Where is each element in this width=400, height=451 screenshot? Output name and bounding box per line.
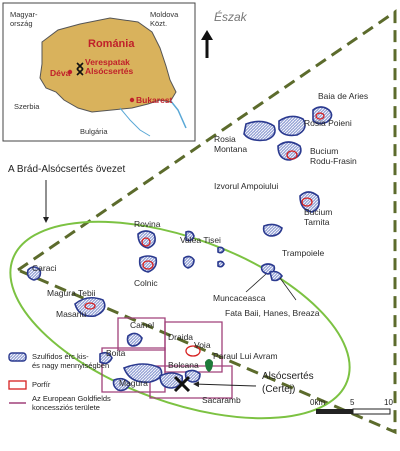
- verespatak-label: Verespatak: [85, 57, 130, 67]
- label-magura: Magura: [119, 378, 148, 388]
- label-rovina: Rovina: [134, 219, 161, 229]
- label-caraci: Caraci: [32, 263, 57, 273]
- legend-ore: Szulfidos érc kis- és nagy mennyiségben: [32, 352, 110, 370]
- brad-alsocsertes-zone-outline: [14, 9, 397, 435]
- bukarest-marker: [129, 97, 135, 103]
- moldova-label: Moldova Közt.: [150, 10, 179, 28]
- porphyry-bodies: [84, 112, 325, 357]
- scale-bar: [316, 408, 391, 415]
- deva-marker: [67, 69, 73, 75]
- label-boita: Boita: [106, 348, 126, 358]
- legend-porphyry: Porfír: [32, 380, 51, 389]
- mine-icon: [76, 62, 84, 76]
- label-magura-tebii: Magura Tebii: [47, 288, 96, 298]
- concession-areas: [101, 317, 233, 399]
- legend-concession: Az European Goldfields koncessziós terül…: [32, 394, 111, 412]
- label-valea-tisei: Valea Tisei: [180, 235, 221, 245]
- certej-arrow: [193, 381, 257, 388]
- scale-label-10: 10: [384, 398, 393, 407]
- label-voia: Voia: [194, 340, 211, 350]
- label-trampoiele: Trampoiele: [282, 248, 325, 258]
- label-cainel: Cainel: [130, 320, 155, 330]
- certej-mine-icon: [173, 375, 191, 393]
- leader-lines: [245, 273, 297, 301]
- bulgaria-label: Bulgária: [80, 127, 108, 136]
- label-bolcana: Bolcana: [168, 360, 199, 370]
- label-certej: Alsócsertés (Certej): [262, 371, 314, 395]
- label-masariu: Masariu: [56, 309, 87, 319]
- scale-label-5: 5: [350, 398, 355, 407]
- alsocsertes-inset-label: Alsócsertés: [85, 66, 134, 76]
- label-rosia-poieni: Rosia Poieni: [304, 118, 352, 128]
- label-izvorul-ampoiului: Izvorul Ampoiului: [214, 181, 279, 191]
- label-fata-baii: Fata Baii, Hanes, Breaza: [225, 308, 320, 318]
- bukarest-label: Bukarest: [136, 95, 173, 105]
- deva-label: Déva: [50, 68, 71, 78]
- north-arrow-icon: [201, 30, 213, 58]
- label-bucium-tarnita: Bucium Tarnita: [304, 207, 333, 227]
- label-muncaceasca: Muncaceasca: [213, 293, 266, 303]
- scale-label-0: 0km: [310, 398, 326, 407]
- label-colnic: Colnic: [134, 278, 158, 288]
- label-rosia-montana: Rosia Montana: [214, 134, 248, 154]
- label-draida: Draida: [168, 332, 194, 342]
- country-label: Románia: [88, 38, 135, 50]
- legend-symbols: [8, 352, 27, 404]
- hungary-label: Magyar- ország: [10, 10, 38, 28]
- label-baia-de-aries: Baia de Aries: [318, 91, 369, 101]
- zone-ellipse: [9, 220, 351, 420]
- label-bucium-rodu-frasin: Bucium Rodu-Frasin: [310, 146, 357, 166]
- serbia-label: Szerbia: [14, 102, 40, 111]
- zone-label: A Brád-Alsócsertés övezet: [8, 164, 126, 175]
- north-label: Észak: [214, 10, 247, 24]
- paraul-lui-avram-body: [205, 359, 213, 372]
- inset-map: [2, 2, 196, 142]
- label-sacaramb: Sacaramb: [202, 395, 241, 405]
- romania-shape: [39, 17, 177, 113]
- label-paraul-lui-avram: Paraul Lui Avram: [213, 351, 278, 361]
